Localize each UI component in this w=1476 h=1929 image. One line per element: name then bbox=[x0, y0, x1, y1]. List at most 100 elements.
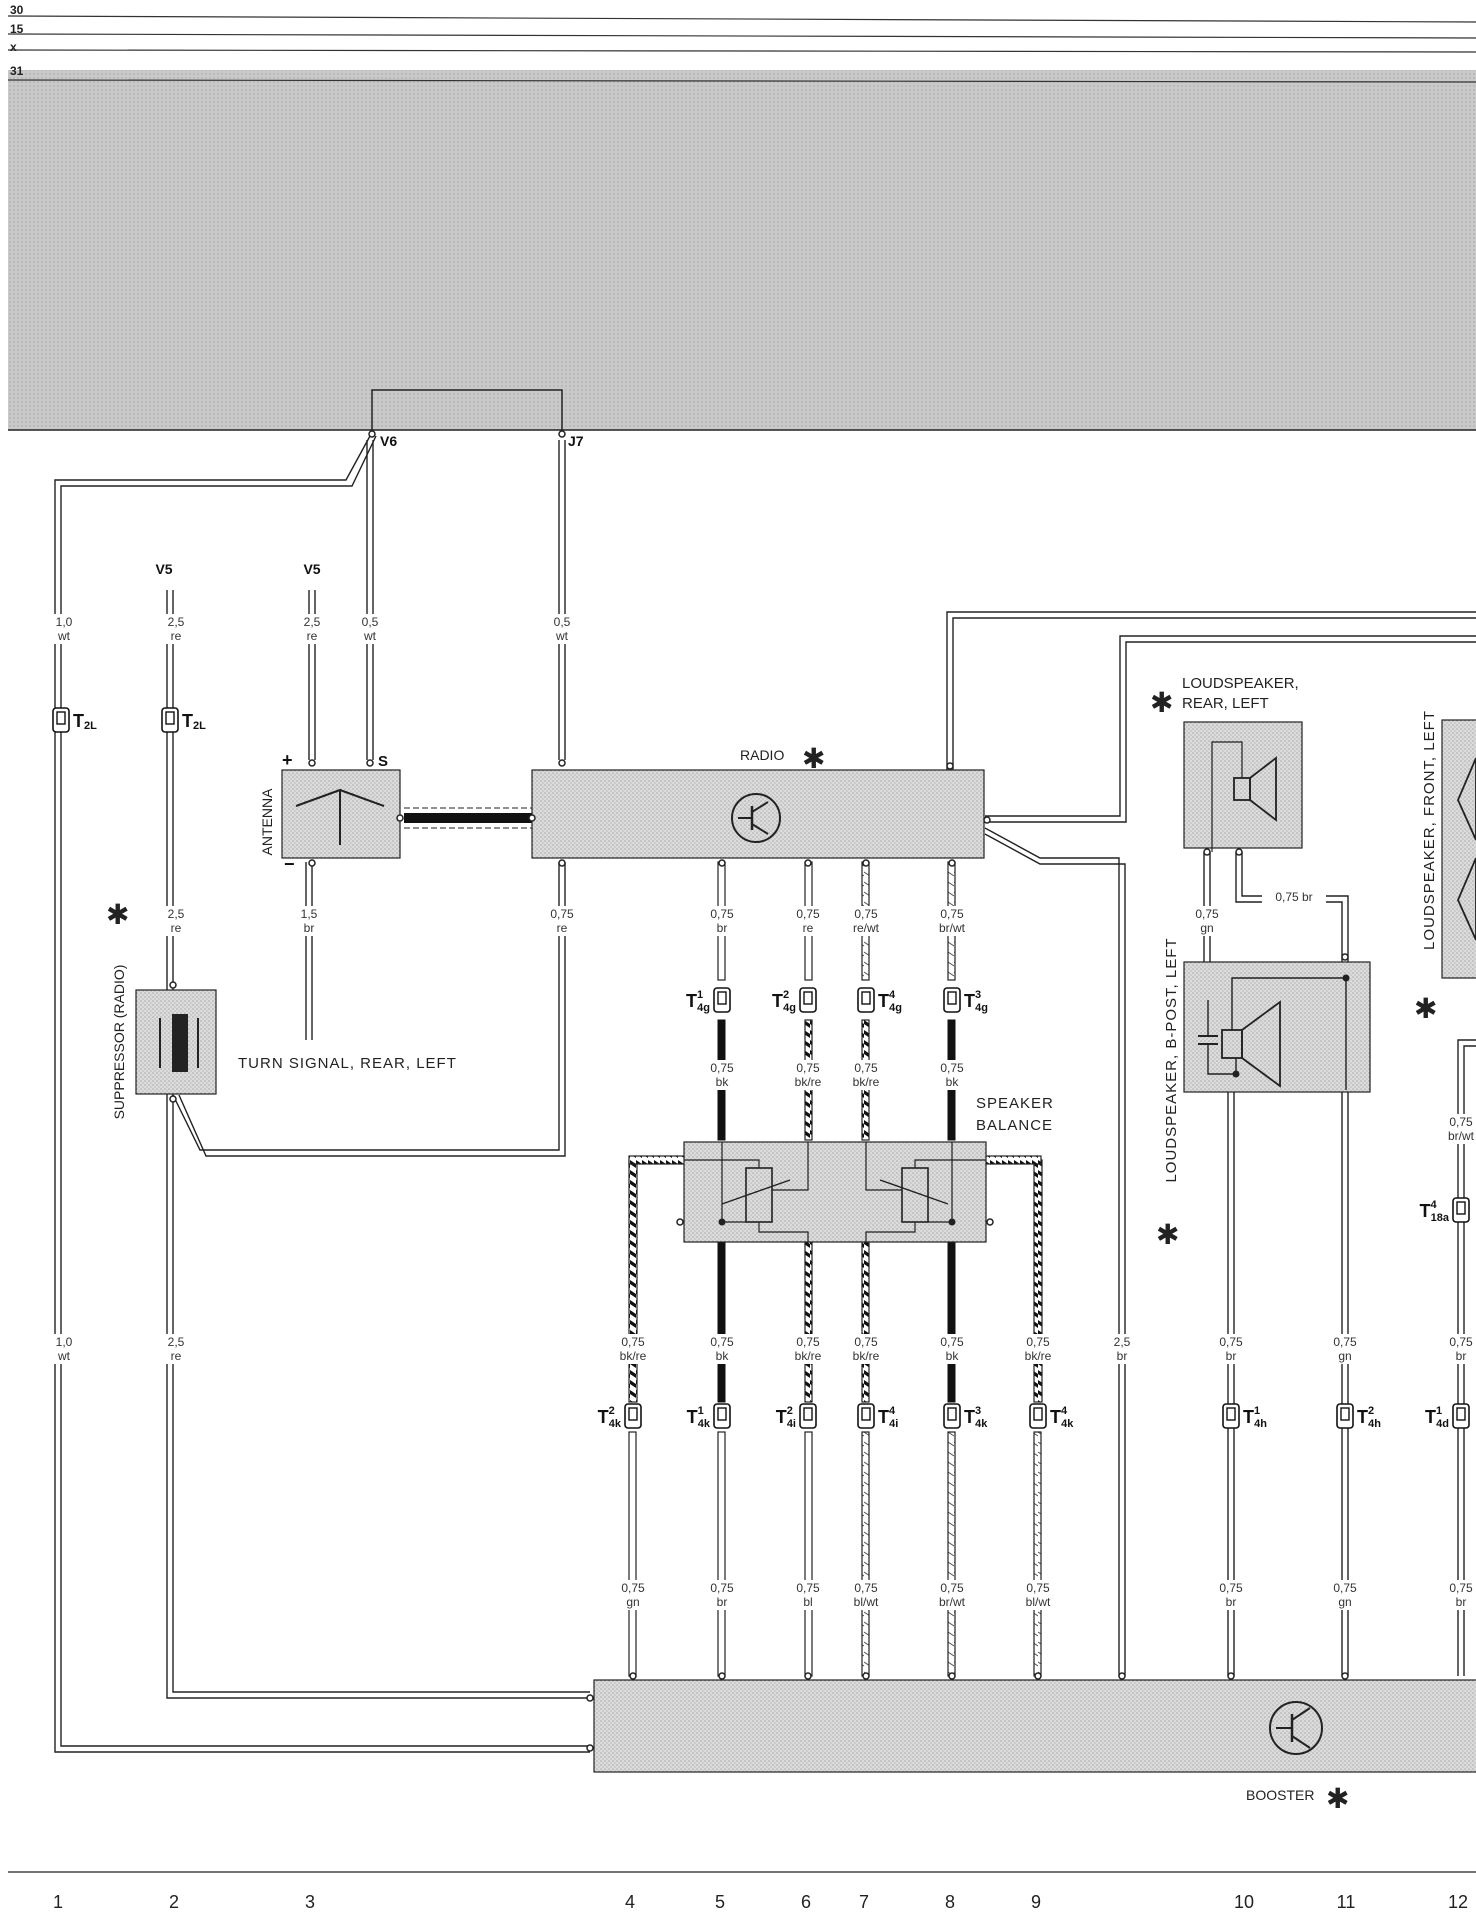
svg-text:re: re bbox=[557, 921, 568, 935]
column-number-4: 4 bbox=[625, 1892, 635, 1912]
svg-text:re: re bbox=[171, 629, 182, 643]
svg-text:br: br bbox=[1456, 1349, 1467, 1363]
svg-text:0,75: 0,75 bbox=[710, 1061, 734, 1075]
svg-text:2,5: 2,5 bbox=[304, 615, 321, 629]
svg-text:0,75: 0,75 bbox=[1333, 1581, 1357, 1595]
radio-output-wires bbox=[717, 861, 956, 1141]
svg-text:bk/re: bk/re bbox=[853, 1349, 880, 1363]
wire-m5 bbox=[717, 1241, 726, 1403]
svg-text:bk: bk bbox=[716, 1075, 730, 1089]
wire-col10a-a bbox=[984, 827, 1120, 1676]
column-number-11: 11 bbox=[1337, 1892, 1356, 1912]
connector-label-t2l_b: T2L bbox=[182, 711, 206, 732]
svg-text:re/wt: re/wt bbox=[853, 921, 880, 935]
loudspeaker-front-left: LOUDSPEAKER, FRONT, LEFT ✱ bbox=[1414, 710, 1476, 1024]
svg-text:wt: wt bbox=[363, 629, 377, 643]
svg-text:bk/re: bk/re bbox=[853, 1075, 880, 1089]
wire-l6 bbox=[804, 1431, 813, 1677]
rear-asterisk: ✱ bbox=[1150, 687, 1173, 718]
column-number-3: 3 bbox=[305, 1892, 315, 1912]
wire-label-sup_top: 2,5re bbox=[156, 906, 196, 936]
wire-suppressor-radio-a bbox=[172, 862, 560, 1151]
wires bbox=[54, 435, 1476, 1753]
svg-text:wt: wt bbox=[57, 1349, 71, 1363]
wire-col2-a bbox=[166, 590, 590, 1699]
wire-m4-top bbox=[628, 1155, 686, 1165]
svg-text:br/wt: br/wt bbox=[1448, 1129, 1475, 1143]
svg-text:0,75: 0,75 bbox=[796, 1061, 820, 1075]
bus-line-x bbox=[7, 49, 1476, 53]
svg-text:0,75: 0,75 bbox=[1219, 1335, 1243, 1349]
wire-col10a-b bbox=[984, 833, 1126, 1676]
svg-text:0,75: 0,75 bbox=[710, 1581, 734, 1595]
column-number-10: 10 bbox=[1234, 1892, 1254, 1912]
wire-m4-route bbox=[632, 1160, 684, 1402]
svg-text:bk/re: bk/re bbox=[1025, 1349, 1052, 1363]
suppressor-label: SUPPRESSOR (RADIO) bbox=[111, 965, 127, 1120]
connector-t2l_a: T2L bbox=[52, 707, 97, 733]
svg-text:re: re bbox=[307, 629, 318, 643]
svg-text:bk: bk bbox=[946, 1075, 960, 1089]
rear-label-2: REAR, LEFT bbox=[1182, 695, 1269, 712]
bus-label-15: 15 bbox=[10, 22, 24, 36]
wire-m9 bbox=[1033, 1159, 1043, 1403]
antenna-plus: + bbox=[282, 750, 293, 770]
svg-text:0,75: 0,75 bbox=[854, 1581, 878, 1595]
connector-label-t2l_a: T2L bbox=[73, 711, 97, 732]
booster-label: BOOSTER bbox=[1246, 1787, 1314, 1803]
v5-label-col2: V5 bbox=[155, 561, 172, 577]
grey-panel bbox=[8, 70, 1476, 430]
wire-radio-top-a bbox=[946, 611, 1476, 770]
bus-line-30 bbox=[7, 15, 1476, 23]
column-number-5: 5 bbox=[715, 1892, 725, 1912]
svg-text:2,5: 2,5 bbox=[168, 907, 185, 921]
balance-output-wires bbox=[628, 1155, 1043, 1677]
wire-radio-right-b bbox=[985, 641, 1476, 823]
wire-col12-b bbox=[1463, 1045, 1476, 1676]
bus-line-31 bbox=[7, 79, 1476, 83]
wire-col1-inner bbox=[60, 435, 590, 1747]
svg-text:0,75: 0,75 bbox=[1195, 907, 1219, 921]
svg-text:gn: gn bbox=[1338, 1595, 1351, 1609]
wire-label-c3_top: 2,5re bbox=[292, 614, 332, 644]
radio: RADIO ✱ bbox=[528, 743, 991, 867]
column-number-9: 9 bbox=[1031, 1892, 1041, 1912]
svg-text:br: br bbox=[717, 1595, 728, 1609]
antenna: + S − ANTENNA bbox=[259, 750, 404, 874]
svg-text:2,5: 2,5 bbox=[168, 615, 185, 629]
wire-m4 bbox=[628, 1159, 638, 1403]
svg-text:gn: gn bbox=[1338, 1349, 1351, 1363]
svg-text:bl/wt: bl/wt bbox=[854, 1595, 879, 1609]
svg-text:0,75: 0,75 bbox=[796, 1581, 820, 1595]
svg-text:0,75: 0,75 bbox=[796, 1335, 820, 1349]
wire-label-c10a: 2,5br bbox=[1102, 1334, 1142, 1364]
wire-label-spk_br: 0,75 br bbox=[1262, 888, 1326, 904]
antenna-label: ANTENNA bbox=[259, 788, 275, 856]
svg-text:gn: gn bbox=[1200, 921, 1213, 935]
